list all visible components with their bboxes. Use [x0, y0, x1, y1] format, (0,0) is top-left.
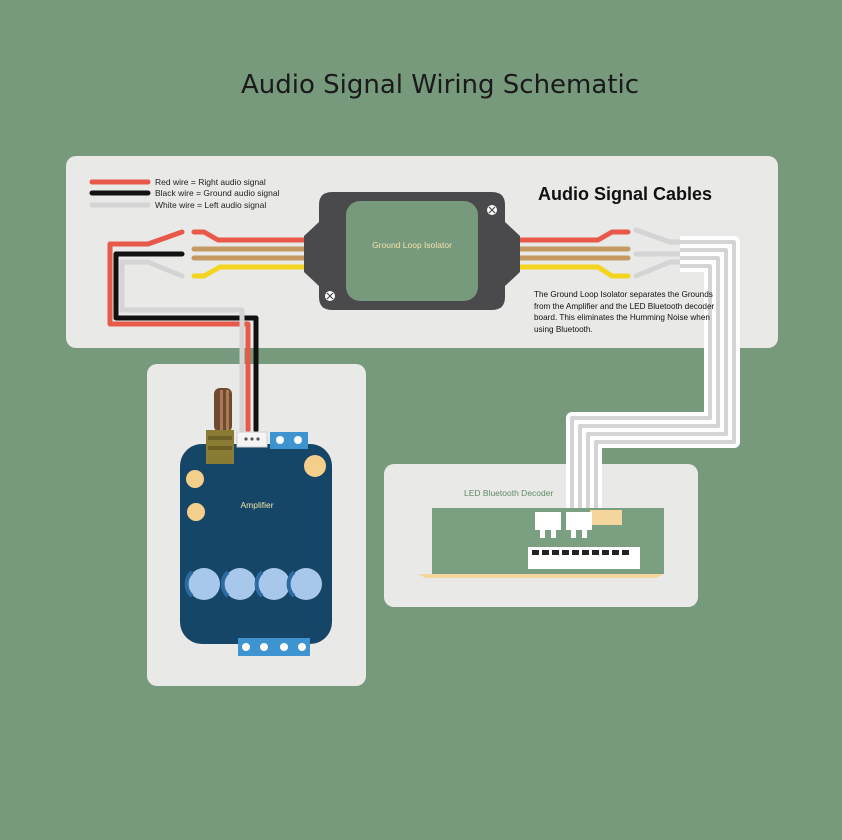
left-cable	[107, 229, 307, 433]
isolator-note: The Ground Loop Isolator separates the G…	[534, 290, 715, 334]
isolator-label: Ground Loop Isolator	[372, 240, 452, 250]
right-cable	[517, 227, 737, 279]
white-bundle	[566, 236, 740, 512]
page-title: Audio Signal Wiring Schematic	[240, 70, 640, 100]
legend-white-label: White wire = Left audio signal	[155, 200, 267, 210]
decoder-audio-connector-left	[535, 512, 561, 530]
amplifier-board	[180, 388, 332, 656]
amp-speaker-terminals	[238, 638, 310, 656]
legend-red-label: Red wire = Right audio signal	[155, 177, 266, 187]
ground-loop-isolator	[304, 192, 520, 310]
decoder-label: LED Bluetooth Decoder	[464, 488, 554, 498]
cables-heading: Audio Signal Cables	[538, 184, 713, 204]
legend-black-label: Black wire = Ground audio signal	[155, 188, 280, 198]
amp-power-terminal	[270, 432, 308, 449]
decoder-audio-connector-right	[566, 512, 592, 530]
legend-swatches	[89, 179, 151, 208]
bluetooth-decoder-board	[418, 508, 664, 578]
amplifier-label: Amplifier	[240, 500, 274, 510]
